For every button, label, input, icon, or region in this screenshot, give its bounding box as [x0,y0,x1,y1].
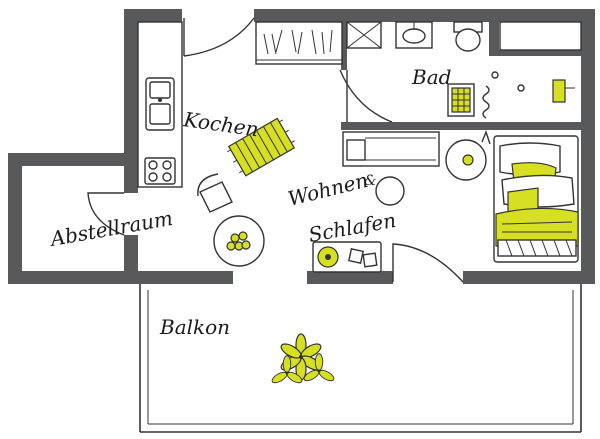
wardrobe [255,21,343,65]
wall-segment [124,9,182,22]
stove-icon [144,157,176,185]
entrance-door [183,17,255,57]
wall-segment [124,235,138,275]
wall-segment [307,271,393,284]
room-label-storage: Abstellraum [47,206,175,251]
room-label-balcony: Balkon [159,315,230,339]
balcony-door [392,243,464,283]
wall-segment [254,9,595,22]
washing-area [499,21,582,51]
wall-segment [8,271,233,284]
bed [493,135,579,263]
wall-segment [124,9,138,165]
toilet-icon [453,21,483,52]
wall-segment [8,153,22,284]
dining-table [213,215,265,267]
heater-icon [482,85,490,119]
wall-segment [489,50,581,56]
kitchen-rug [227,117,296,177]
bath-bin [552,79,566,103]
doors [87,17,464,283]
dining-chair [197,173,233,213]
bathroom [346,21,582,119]
wall-segment [341,122,581,130]
wall-segment [124,165,138,193]
room-label-bath: Bad [411,65,451,89]
wall-segment [463,271,595,284]
room-label-kitchen: Kochen [181,107,260,141]
wall-segment [341,18,347,70]
room-label-living: Wohnen [285,168,370,211]
wall-segment [8,153,138,166]
room-label-sleeping: Schlafen [307,208,398,247]
side-table [445,129,491,181]
wall-segment [581,9,595,284]
sideboard [342,131,440,167]
balcony [139,284,582,433]
stool [375,176,405,206]
room-label-ampersand: & [364,173,376,189]
plant-icon [271,333,335,384]
walls [8,9,595,284]
hall-door [339,69,393,123]
wall-segment [489,18,499,54]
storage-door [87,192,125,236]
kitchen-unit [137,21,183,188]
coffee-table [312,241,382,273]
